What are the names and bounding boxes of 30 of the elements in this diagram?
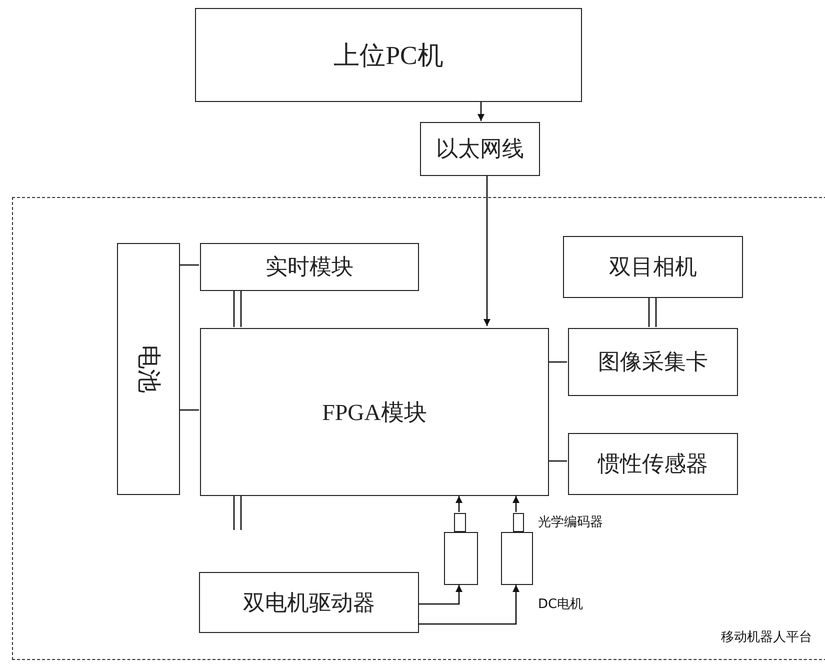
process-box: FPGA模块 bbox=[200, 328, 549, 496]
motor-box bbox=[444, 532, 478, 585]
connector-line bbox=[648, 296, 657, 328]
arrow bbox=[456, 496, 462, 512]
connector-line bbox=[179, 409, 199, 411]
connector-line bbox=[548, 460, 567, 462]
arrow bbox=[478, 102, 484, 121]
connector-line bbox=[179, 264, 199, 266]
encoder-box bbox=[513, 513, 524, 532]
process-box: 实时模块 bbox=[200, 243, 419, 291]
arrow bbox=[418, 585, 520, 625]
process-box: 惯性传感器 bbox=[568, 433, 738, 495]
process-box: 上位PC机 bbox=[195, 8, 582, 102]
arrow bbox=[512, 496, 520, 512]
part-label: 光学编码器 bbox=[538, 514, 603, 531]
arrow bbox=[418, 585, 462, 605]
arrow bbox=[484, 176, 490, 326]
connector-line bbox=[233, 494, 242, 531]
region-label: 移动机器人平台 bbox=[721, 629, 812, 646]
connector-line bbox=[233, 289, 242, 328]
process-box: 以太网线 bbox=[420, 122, 540, 176]
process-box: 双目相机 bbox=[563, 236, 743, 298]
process-box: 双电机驱动器 bbox=[199, 572, 419, 633]
connector-line bbox=[548, 361, 567, 363]
part-label: DC电机 bbox=[538, 596, 584, 613]
encoder-box bbox=[454, 513, 466, 532]
process-box: 图像采集卡 bbox=[568, 328, 738, 396]
battery-box: 电池 bbox=[117, 243, 180, 495]
dashed-region bbox=[12, 197, 825, 660]
motor-box bbox=[501, 532, 533, 585]
